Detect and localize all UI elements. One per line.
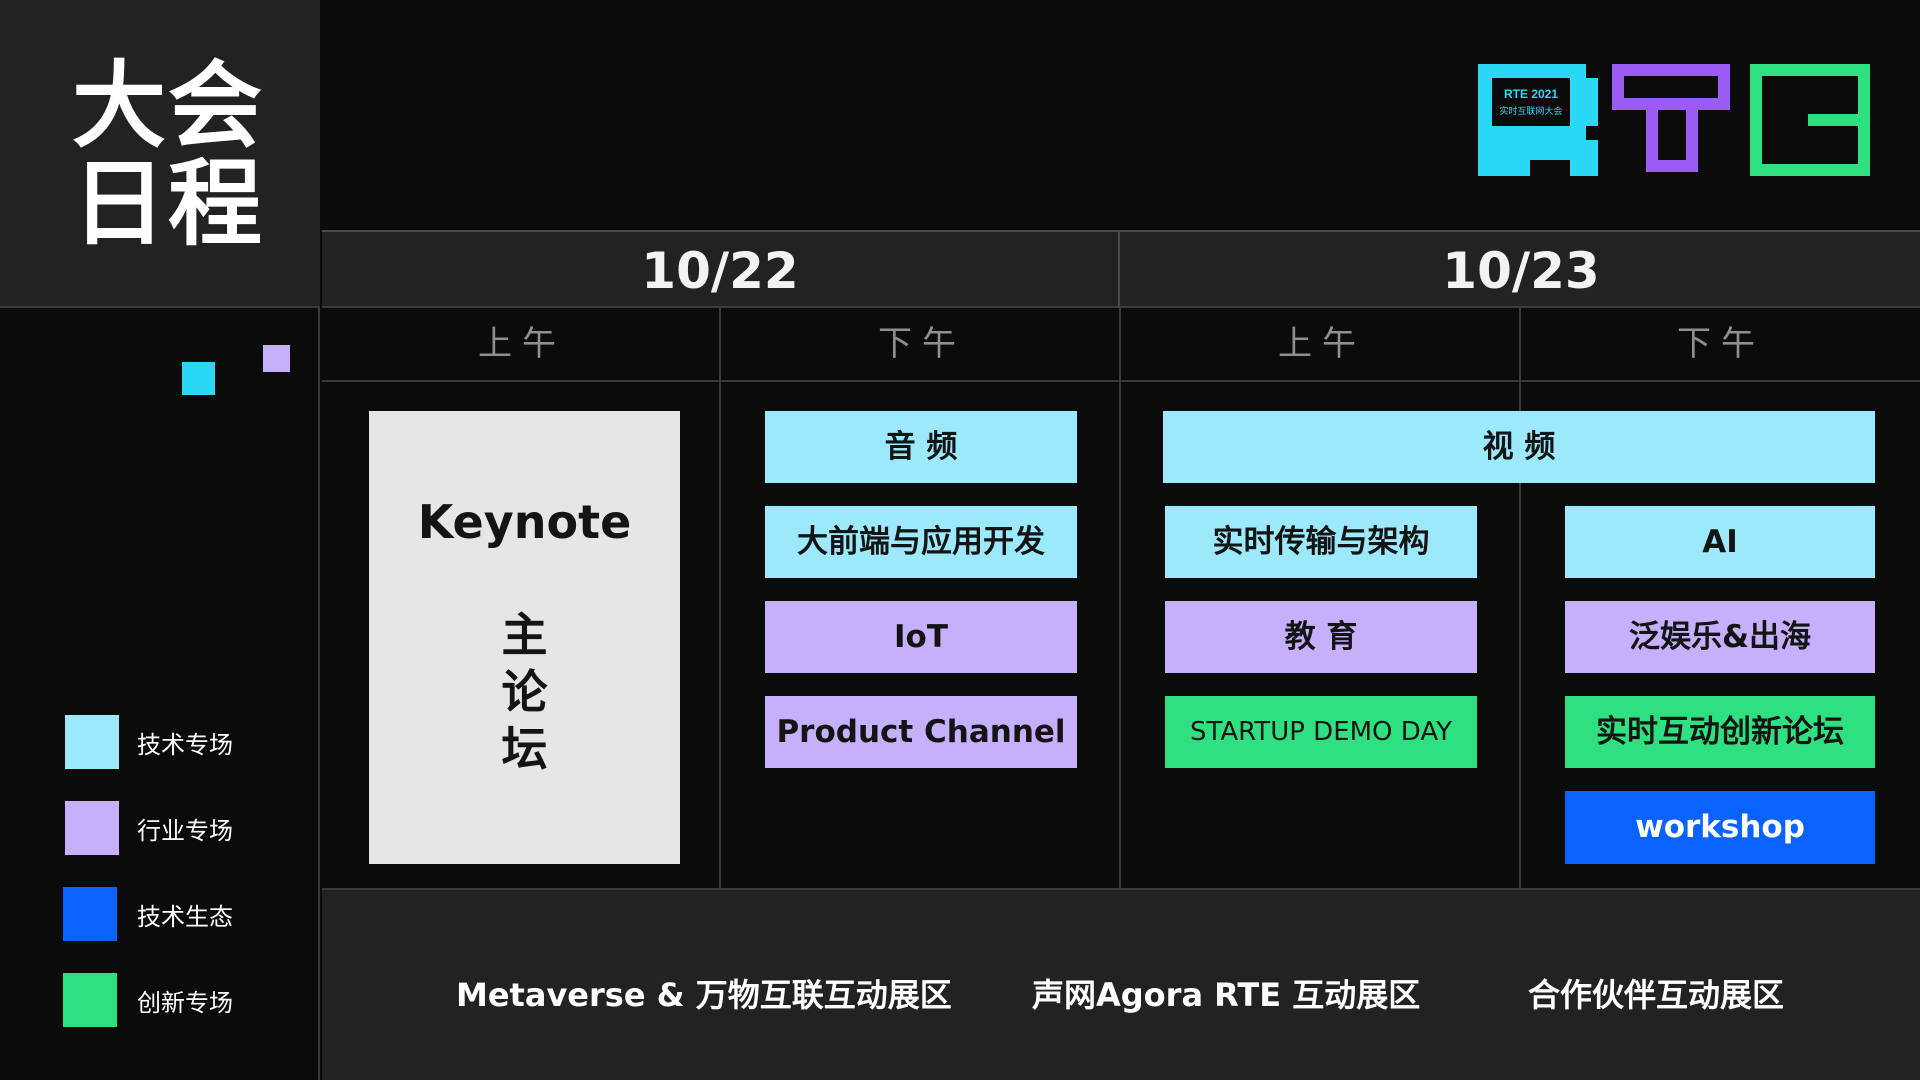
logo-badge-line1: RTE 2021 [1504,87,1558,101]
slot-1022-morning: 上午 [478,324,566,364]
date-10-23: 10/23 [1442,242,1600,300]
legend-swatch-eco [63,887,117,941]
column-divider [1519,308,1521,888]
session-keynote[interactable]: Keynote 主 论 坛 [369,411,680,864]
logo-badge-line2: 实时互联网大会 [1499,105,1562,116]
legend-label-industry: 行业专场 [137,817,233,845]
time-slot-row: 上午 下午 上午 下午 [322,308,1920,382]
session-rtc-architecture[interactable]: 实时传输与架构 [1165,506,1477,578]
legend-swatch-tech [65,715,119,769]
legend-label-eco: 技术生态 [137,903,233,931]
rte-logo: RTE 2021 实时互联网大会 [1478,64,1870,176]
legend-label-innovation: 创新专场 [137,989,233,1017]
session-video[interactable]: 视 频 [1163,411,1875,483]
decor-square-purple [263,345,290,372]
footer-exhibits: Metaverse & 万物互联互动展区 声网Agora RTE 互动展区 合作… [322,888,1920,1080]
slot-1023-morning: 上午 [1278,324,1366,364]
logo-e-shape [1750,64,1870,176]
session-workshop[interactable]: workshop [1565,791,1875,864]
slot-1023-afternoon: 下午 [1677,324,1765,364]
page-title-line1: 大会 [72,52,265,161]
slot-1022-afternoon: 下午 [878,324,966,364]
exhibit-metaverse[interactable]: Metaverse & 万物互联互动展区 [456,976,952,1014]
page-title-line2: 日程 [72,150,265,259]
session-education[interactable]: 教 育 [1165,601,1477,673]
exhibit-partners[interactable]: 合作伙伴互动展区 [1528,976,1785,1014]
keynote-subtitle: 主 论 坛 [501,608,548,776]
legend-swatch-industry [65,801,119,855]
column-divider [1119,308,1121,888]
session-innovation-forum[interactable]: 实时互动创新论坛 [1565,696,1875,768]
column-divider [719,308,721,888]
date-row: 10/22 10/23 [322,230,1920,308]
decor-square-cyan [182,362,215,395]
exhibit-agora-rte[interactable]: 声网Agora RTE 互动展区 [1032,976,1421,1014]
session-entertainment[interactable]: 泛娱乐&出海 [1565,601,1875,673]
session-iot[interactable]: IoT [765,601,1077,673]
session-frontend[interactable]: 大前端与应用开发 [765,506,1077,578]
title-block: 大会 日程 [0,0,320,308]
session-startup-demo-day[interactable]: STARTUP DEMO DAY [1165,696,1477,768]
session-product-channel[interactable]: Product Channel [765,696,1077,768]
page-title: 大会 日程 [72,58,272,254]
session-ai[interactable]: AI [1565,506,1875,578]
legend-swatch-innovation [63,973,117,1027]
date-10-22: 10/22 [322,232,1120,308]
keynote-title: Keynote [417,495,632,549]
legend-label-tech: 技术专场 [137,731,233,759]
session-audio[interactable]: 音 频 [765,411,1077,483]
